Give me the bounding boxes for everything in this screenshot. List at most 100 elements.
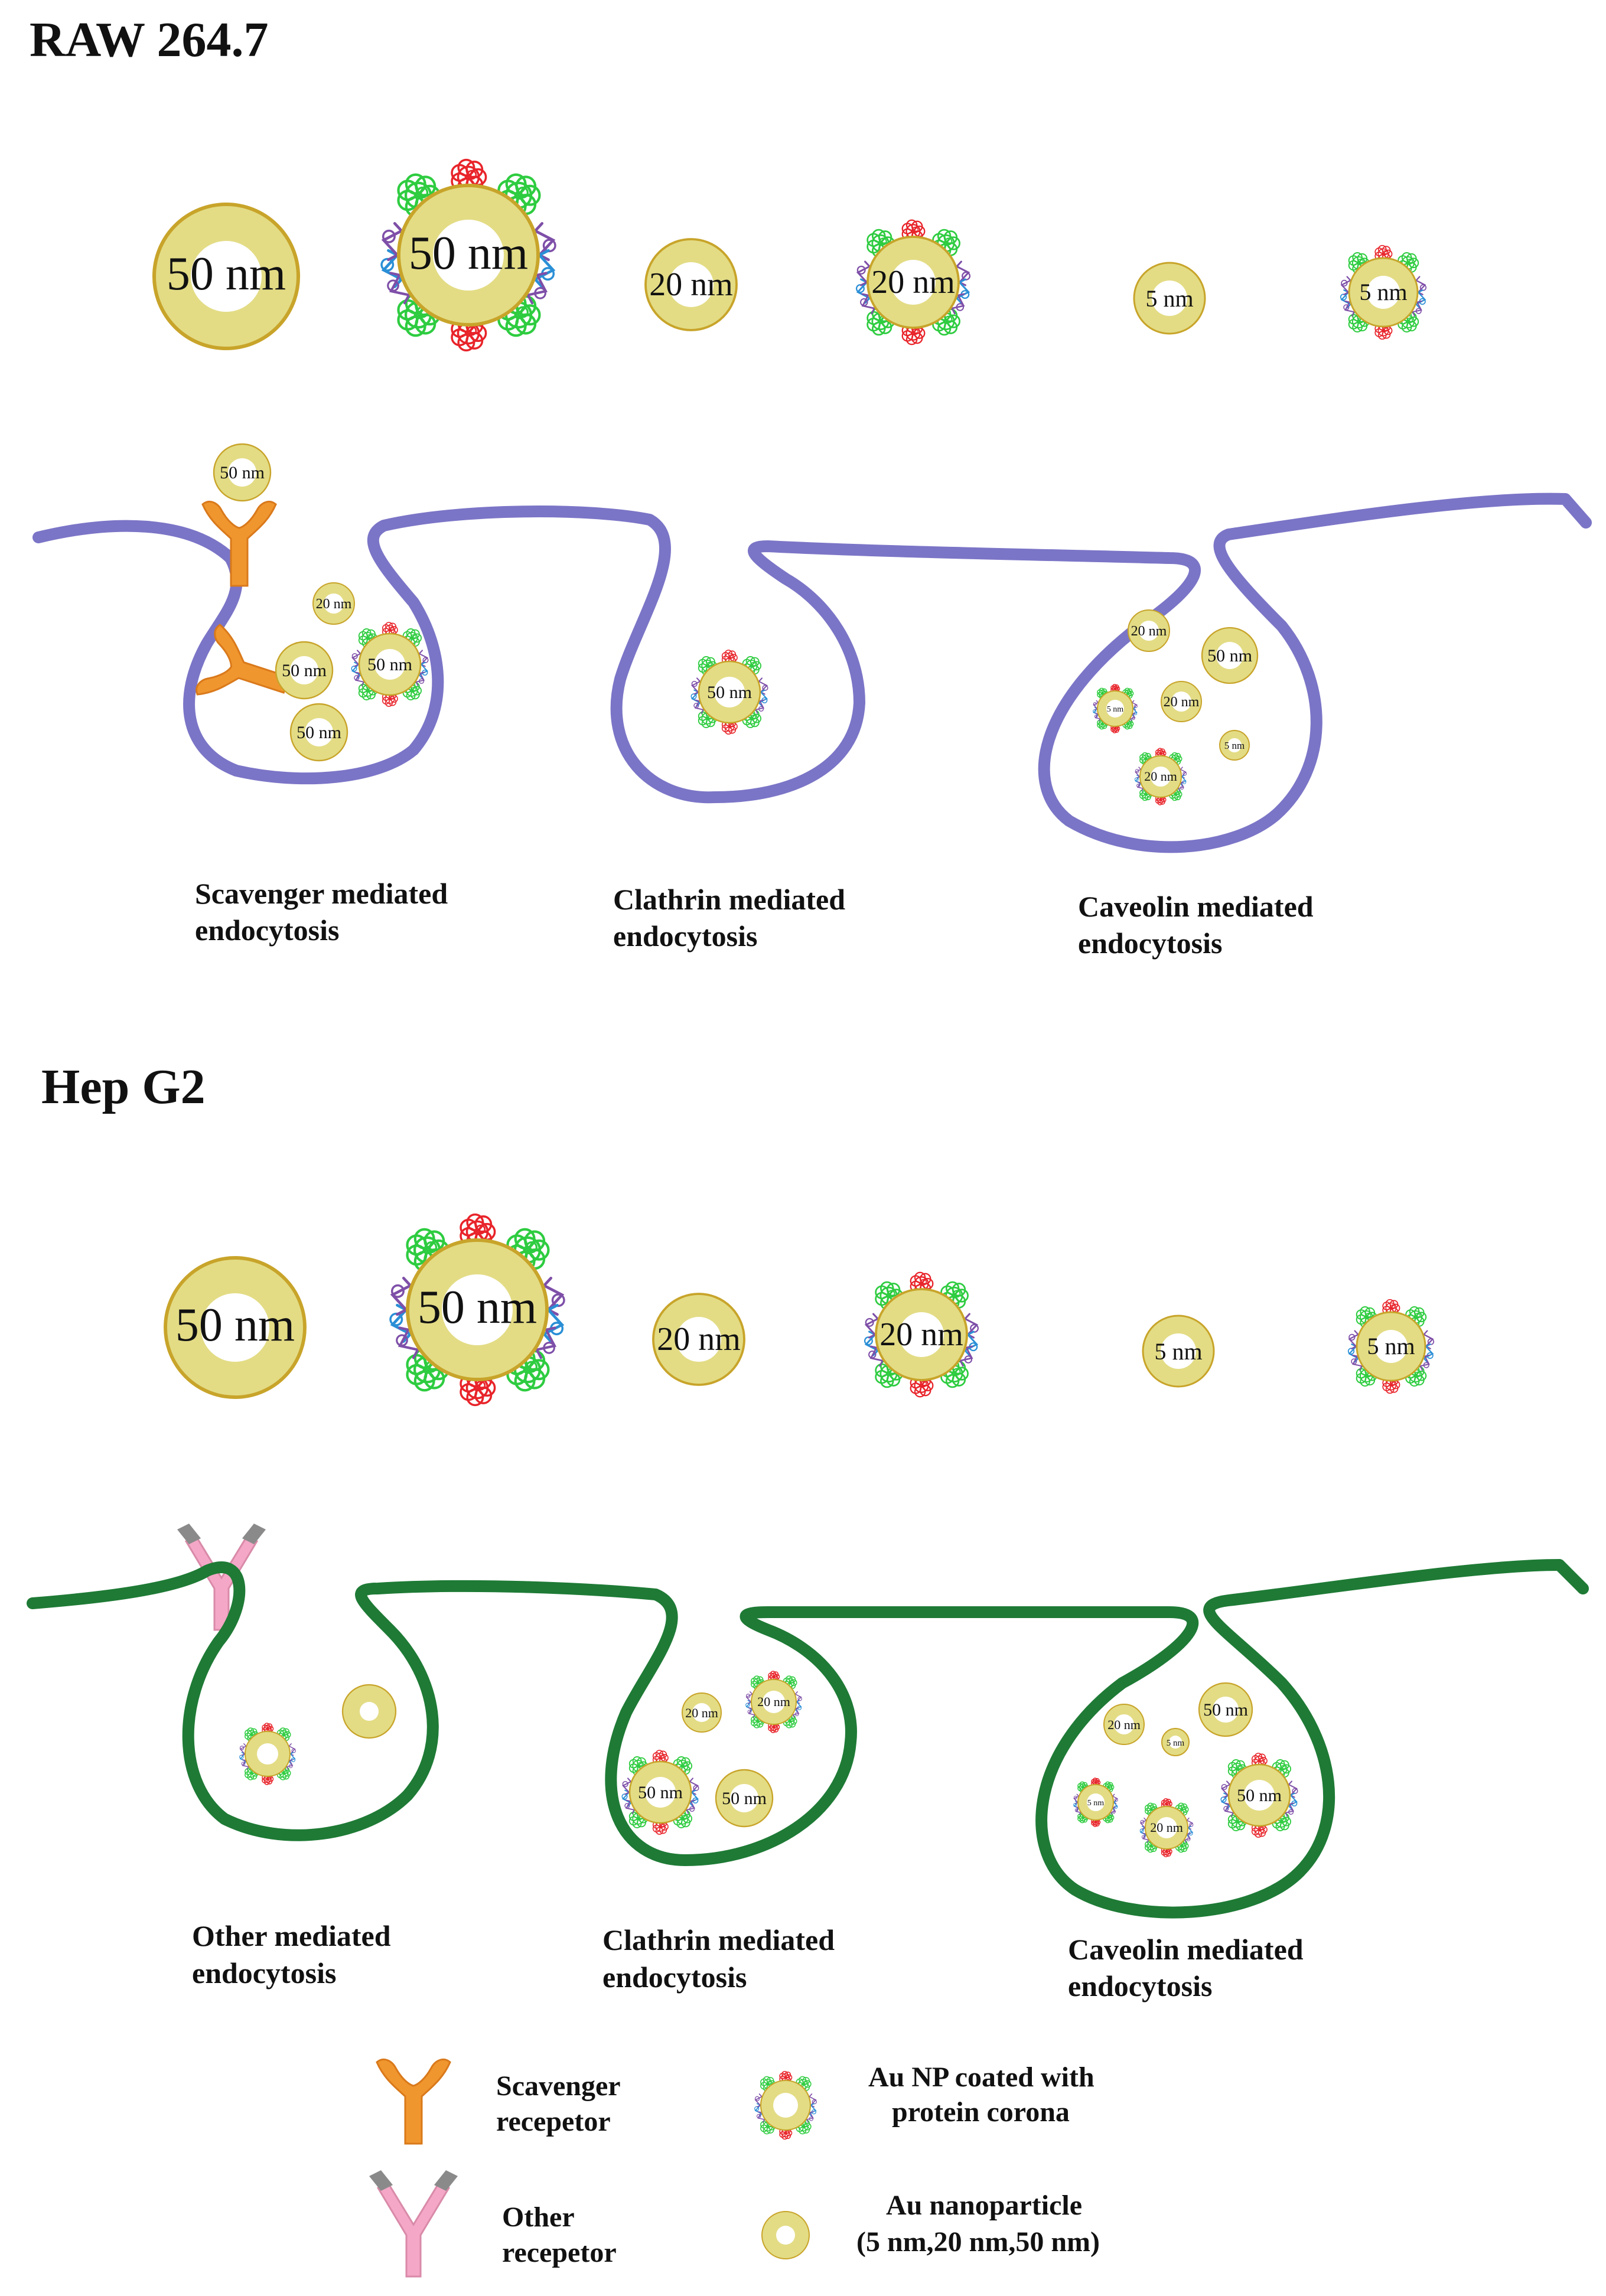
au-core-highlight [191, 241, 262, 312]
legend-coated-au-np: Au NP coated with protein corona [754, 2062, 1094, 2140]
au-core-highlight [776, 2226, 795, 2245]
coated-au-np-5nm: 5 nm [1340, 244, 1427, 340]
scavenger-receptor [201, 501, 277, 587]
size-label: 20 nm [316, 596, 352, 612]
receptor-tip [242, 1524, 266, 1544]
size-label: 20 nm [1131, 624, 1167, 639]
size-label: 5 nm [1359, 279, 1407, 305]
bare-au-np: 5 nm [1219, 730, 1250, 761]
au-core-highlight [360, 1702, 379, 1721]
coated-au-np-icon [754, 2070, 817, 2140]
size-label: 50 nm [297, 723, 341, 742]
size-label: 50 nm [282, 661, 327, 680]
caption-line: endocytosis [602, 1961, 747, 1994]
au-core-highlight [763, 1691, 785, 1713]
au-core-highlight [433, 220, 504, 291]
bare-au-np: 50 nm [1201, 627, 1259, 684]
au-core-highlight [1213, 1697, 1239, 1723]
scavenger-receptor-shape [376, 2059, 451, 2145]
caption-line: Scavenger mediated [195, 877, 448, 910]
au-core-highlight [1087, 1793, 1105, 1811]
size-label: 20 nm [871, 264, 955, 301]
size-label: 20 nm [757, 1694, 790, 1709]
hep-size-row: 50 nm 50 nm 20 nm 20 nm 5 nm 5 nm [164, 1213, 1435, 1407]
coated-au-np-50nm: 50 nm [389, 1213, 565, 1407]
bare-au-np-50nm: 50 nm [152, 202, 301, 351]
caption-line: Caveolin mediated [1078, 890, 1314, 923]
au-core-highlight [228, 458, 256, 487]
caption-line: endocytosis [192, 1956, 336, 1990]
size-label: 50 nm [1207, 646, 1252, 666]
size-label: 50 nm [707, 683, 752, 702]
au-core-highlight [442, 1274, 513, 1345]
other-receptor [177, 1524, 266, 1631]
au-core-highlight [374, 649, 405, 680]
au-core-highlight [645, 1777, 676, 1808]
coated-au-np: 20 nm [745, 1671, 802, 1733]
bare-au-np: 50 nm [213, 443, 272, 502]
scavenger-receptor-shape [196, 624, 290, 696]
size-label: 5 nm [1145, 285, 1193, 312]
raw-panel-title: RAW 264.7 [30, 12, 269, 67]
size-label: 50 nm [722, 1789, 767, 1808]
coated-au-np: 5 nm [1073, 1778, 1118, 1827]
bare-au-np: 20 nm [312, 582, 355, 625]
au-core-highlight [730, 1784, 758, 1812]
bare-au-np: 20 nm [682, 1692, 722, 1733]
scavenger-receptor-icon [376, 2059, 451, 2145]
legend-label: recepetor [502, 2237, 617, 2268]
coated-au-np: 20 nm [1139, 1798, 1194, 1857]
size-label: 5 nm [1367, 1333, 1415, 1359]
au-core-highlight [1169, 1736, 1182, 1749]
size-label: 50 nm [167, 248, 286, 300]
au-core-highlight [1152, 281, 1187, 316]
hep-panel-title: Hep G2 [41, 1059, 206, 1114]
au-core-highlight [1106, 700, 1124, 718]
size-label: 50 nm [367, 655, 412, 674]
bare-au-np-50nm: 50 nm [164, 1256, 307, 1399]
bare-au-np: 50 nm [275, 641, 334, 700]
size-label: 50 nm [1203, 1700, 1248, 1720]
coated-au-np: 50 nm [690, 650, 768, 735]
bare-au-np: 50 nm [715, 1769, 774, 1828]
size-label: 50 nm [638, 1783, 683, 1802]
hep-membrane-particles: 20 nm 20 nm 50 nm 50 nm 20 nm 50 nm 5 nm… [239, 1671, 1298, 1857]
bare-au-np: 5 nm [1161, 1728, 1190, 1756]
legend-label: Other [502, 2202, 575, 2233]
legend-bare-au-np: Au nanoparticle (5 nm,20 nm,50 nm) [761, 2190, 1100, 2259]
legend-label: Au NP coated with [868, 2062, 1094, 2093]
coated-au-np [239, 1723, 296, 1785]
coated-au-np-50nm: 50 nm [380, 158, 556, 352]
hep-cell-membrane [27, 1559, 1589, 1919]
au-core-highlight [201, 1293, 269, 1362]
scavenger-bound-au-np: 50 nm [201, 443, 277, 587]
au-core-highlight [714, 677, 745, 707]
au-core-highlight [324, 593, 344, 614]
bare-au-np-5nm: 5 nm [1142, 1315, 1215, 1388]
raw-cell-membrane [32, 493, 1592, 853]
caption-line: Clathrin mediated [602, 1923, 835, 1956]
size-label: 20 nm [1164, 694, 1200, 710]
au-core-highlight [676, 1317, 721, 1362]
legend-label: Au nanoparticle [886, 2190, 1082, 2221]
other-receptor-icon [369, 2170, 458, 2278]
bare-au-np-5nm: 5 nm [1133, 262, 1206, 335]
size-label: 20 nm [649, 266, 733, 303]
scavenger-receptor [196, 624, 290, 696]
size-label: 20 nm [657, 1321, 741, 1358]
size-label: 5 nm [1087, 1799, 1105, 1808]
protein-corona [239, 1723, 296, 1785]
au-core-highlight [1156, 1817, 1177, 1838]
size-label: 50 nm [1237, 1786, 1282, 1805]
legend-other-receptor: Other recepetor [369, 2170, 617, 2278]
raw-captions: Scavenger mediated endocytosis Clathrin … [195, 877, 1314, 960]
other-receptor-shape [376, 2180, 451, 2278]
scavenger-receptor-shape [201, 501, 277, 587]
size-label: 5 nm [1154, 1338, 1202, 1365]
au-core-highlight [1171, 692, 1191, 712]
caption-line: endocytosis [613, 919, 757, 953]
legend: Scavenger recepetor Au NP coated with pr… [369, 2059, 1100, 2278]
bare-au-np-20nm: 20 nm [652, 1293, 745, 1386]
au-core-highlight [1227, 738, 1242, 752]
